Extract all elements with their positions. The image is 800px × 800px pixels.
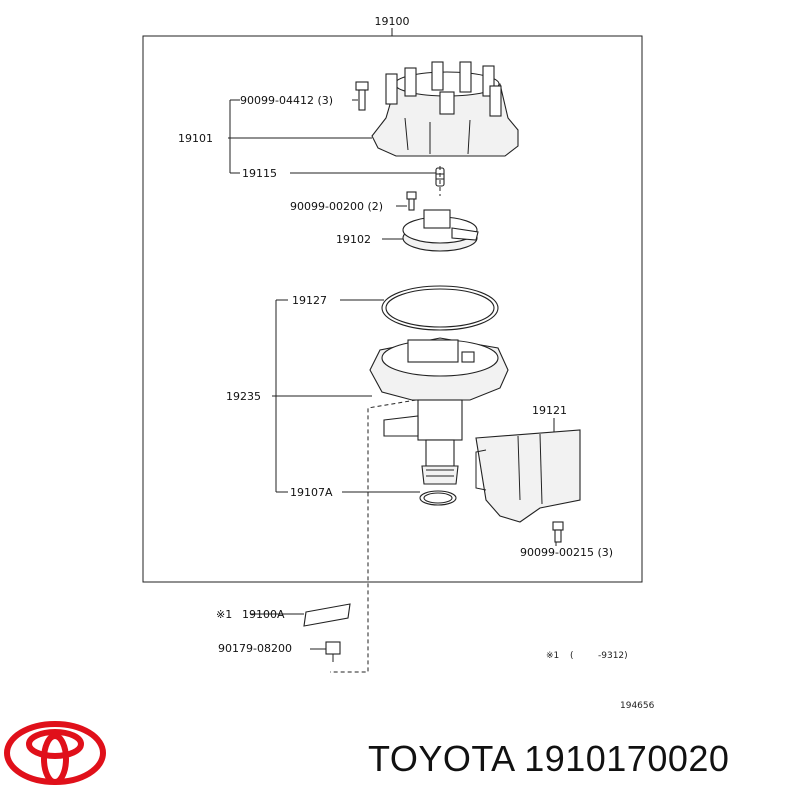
dashed-guide — [330, 399, 417, 673]
label-housing: 19235 — [226, 390, 261, 403]
label-note-paren: ( — [570, 651, 574, 661]
rotor — [402, 209, 479, 252]
rotor-screw — [406, 191, 417, 211]
distributor-housing — [369, 337, 509, 485]
distributor-cap — [371, 61, 519, 157]
label-screw-rotor: 90099-00200 (2) — [290, 200, 383, 213]
assembly-frame — [142, 35, 643, 583]
label-gasket: 19127 — [292, 294, 327, 307]
label-plate: 19100A — [242, 608, 285, 621]
leader-lines — [228, 99, 557, 650]
label-oring: 19107A — [290, 486, 333, 499]
shield-screw — [552, 521, 564, 543]
label-bolt-cap: 90099-04412 (3) — [240, 94, 333, 107]
id-plate — [303, 603, 351, 627]
label-spring-contact: 19115 — [242, 167, 277, 180]
label-assembly: 19100 — [375, 15, 410, 28]
label-shield: 19121 — [532, 404, 567, 417]
label-diagram-number: 194656 — [620, 701, 655, 711]
gasket-ring — [381, 285, 499, 331]
label-nut: 90179-08200 — [218, 642, 292, 655]
toyota-logo — [4, 721, 106, 785]
label-note-value: -9312) — [598, 651, 628, 661]
label-screw-shield: 90099-00215 (3) — [520, 546, 613, 559]
parts-diagram: 19100 — [142, 15, 655, 711]
o-ring — [419, 490, 457, 506]
label-cap: 19101 — [178, 132, 213, 145]
label-rotor: 19102 — [336, 233, 371, 246]
cap-bolt — [355, 81, 369, 111]
label-plate-note-mark: ※1 — [216, 608, 232, 621]
lock-nut — [325, 641, 341, 662]
dust-shield — [475, 429, 581, 523]
label-note-mark: ※1 — [546, 651, 559, 661]
brand-part-number: TOYOTA 1910170020 — [368, 738, 730, 779]
